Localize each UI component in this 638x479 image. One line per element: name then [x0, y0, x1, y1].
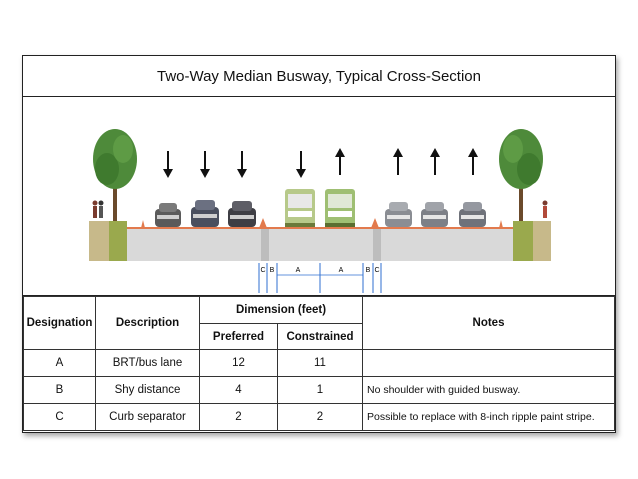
car-icon — [459, 202, 486, 227]
direction-arrows — [163, 148, 478, 178]
header-dimension: Dimension (feet) — [199, 296, 363, 324]
sidewalk-left — [89, 221, 109, 261]
cell-designation: A — [23, 349, 96, 377]
dimension-table: Designation Description Dimension (feet)… — [23, 296, 615, 431]
dimension-label-c-left: C — [260, 267, 265, 274]
car-icon — [191, 200, 219, 227]
roadway — [127, 229, 513, 261]
cell-constrained: 2 — [277, 403, 363, 431]
planter-left — [109, 221, 127, 261]
header-notes: Notes — [362, 296, 615, 350]
car-icon — [228, 201, 256, 227]
cross-section-diagram: C B A A B C — [23, 97, 615, 296]
curb-separator-right — [373, 229, 381, 261]
dimension-label-a-right: A — [339, 267, 344, 274]
car-icon — [421, 202, 448, 227]
cell-notes: No shoulder with guided busway. — [362, 376, 615, 404]
sidewalk-right — [533, 221, 551, 261]
cell-notes: Possible to replace with 8-inch ripple p… — [362, 403, 615, 431]
arrow-down-icon — [200, 151, 210, 178]
cell-description: Shy distance — [95, 376, 200, 404]
cell-notes — [362, 349, 615, 377]
dimension-label-b-right: B — [366, 267, 371, 274]
dimension-label-c-right: C — [374, 267, 379, 274]
cell-preferred: 4 — [199, 376, 278, 404]
arrow-up-icon — [430, 148, 440, 175]
cell-constrained: 1 — [277, 376, 363, 404]
tree-left-icon — [93, 129, 137, 227]
arrow-down-icon — [163, 151, 173, 178]
dimension-label-a-left: A — [296, 267, 301, 274]
table-row: B Shy distance 4 1 No shoulder with guid… — [23, 376, 615, 404]
dimension-lines — [258, 263, 382, 293]
bus-icon — [325, 189, 355, 227]
cell-designation: B — [23, 376, 96, 404]
figure-title: Two-Way Median Busway, Typical Cross-Sec… — [23, 56, 615, 97]
arrow-up-icon — [335, 148, 345, 175]
arrow-down-icon — [296, 151, 306, 178]
cell-designation: C — [23, 403, 96, 431]
cross-section-figure: Two-Way Median Busway, Typical Cross-Sec… — [22, 55, 616, 433]
cell-constrained: 11 — [277, 349, 363, 377]
pedestrian-right-icon — [542, 200, 548, 218]
cross-section-illustration: C B A A B C — [89, 129, 551, 293]
header-constrained: Constrained — [277, 323, 363, 350]
pedestrian-left-icon — [92, 200, 104, 218]
table-row: C Curb separator 2 2 Possible to replace… — [23, 403, 615, 431]
planter-right — [513, 221, 533, 261]
header-designation: Designation — [23, 296, 96, 350]
arrow-down-icon — [237, 151, 247, 178]
table-row: A BRT/bus lane 12 11 — [23, 349, 615, 377]
curb-marker-right — [371, 218, 379, 228]
cell-description: BRT/bus lane — [95, 349, 200, 377]
arrow-up-icon — [393, 148, 403, 175]
bus-icon — [285, 189, 315, 227]
header-preferred: Preferred — [199, 323, 278, 350]
cell-description: Curb separator — [95, 403, 200, 431]
arrow-up-icon — [468, 148, 478, 175]
dimension-label-b-left: B — [270, 267, 275, 274]
cell-preferred: 12 — [199, 349, 278, 377]
tree-right-icon — [499, 129, 543, 227]
cell-preferred: 2 — [199, 403, 278, 431]
car-icon — [155, 203, 181, 227]
curb-separator-left — [261, 229, 269, 261]
car-icon — [385, 202, 412, 227]
header-description: Description — [95, 296, 200, 350]
curb-marker-left — [259, 218, 267, 228]
